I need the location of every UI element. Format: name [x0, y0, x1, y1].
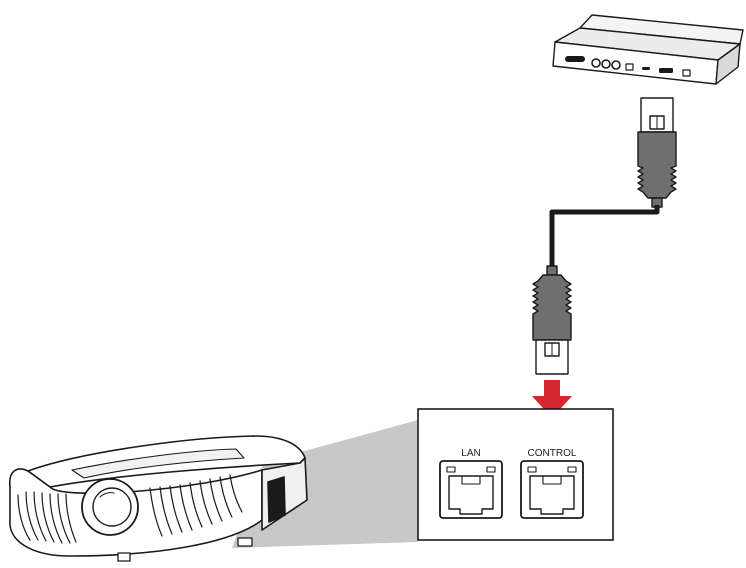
lan-port-outer: [439, 460, 503, 519]
controller-device-ports: [565, 56, 691, 77]
rj45-plug-bottom: [532, 265, 572, 375]
projector-lens-glass: [92, 487, 132, 527]
controller-device-side: [715, 43, 741, 85]
usb-port-icon: [625, 63, 634, 71]
projector-front-vents: [17, 491, 77, 544]
rj45-plug-top: [637, 97, 677, 208]
usb-c-port-icon: [642, 67, 650, 70]
lan-port-led-right: [486, 466, 496, 473]
control-port-opening: [529, 475, 575, 515]
audio-port-icon: [611, 60, 621, 70]
hdmi-port-icon: [659, 68, 673, 73]
rj45-strain-relief: [546, 265, 558, 276]
lan-port-contacts: [461, 476, 481, 485]
lan-port: [439, 460, 503, 519]
projector-lens: [81, 478, 139, 536]
lan-port-label: LAN: [461, 448, 480, 459]
power-port-icon: [565, 56, 585, 62]
lan-port-led-left: [446, 466, 456, 473]
lan-port-opening: [448, 475, 494, 515]
projector: [8, 435, 308, 562]
controller-device: [552, 14, 744, 85]
control-port-outer: [520, 460, 584, 519]
port-panel: LAN CONTROL: [417, 408, 614, 541]
projector-foot: [237, 537, 253, 547]
control-port-led-right: [567, 466, 577, 473]
audio-port-icon: [591, 58, 601, 68]
control-port-contacts: [542, 476, 562, 485]
projector-foot: [117, 552, 131, 562]
control-port-led-left: [527, 466, 537, 473]
audio-port-icon: [601, 59, 611, 69]
rj45-boot: [637, 131, 677, 199]
projector-top-panel: [71, 448, 245, 479]
projector-side-vent: [267, 476, 286, 523]
ethernet-cable: [549, 205, 660, 272]
rj45-boot: [532, 274, 572, 341]
insert-arrow-icon: [532, 380, 572, 418]
control-port-label: CONTROL: [528, 448, 577, 459]
control-port: [520, 460, 584, 519]
usb-port-icon: [682, 69, 691, 77]
projector-front-vents-right: [149, 474, 243, 537]
